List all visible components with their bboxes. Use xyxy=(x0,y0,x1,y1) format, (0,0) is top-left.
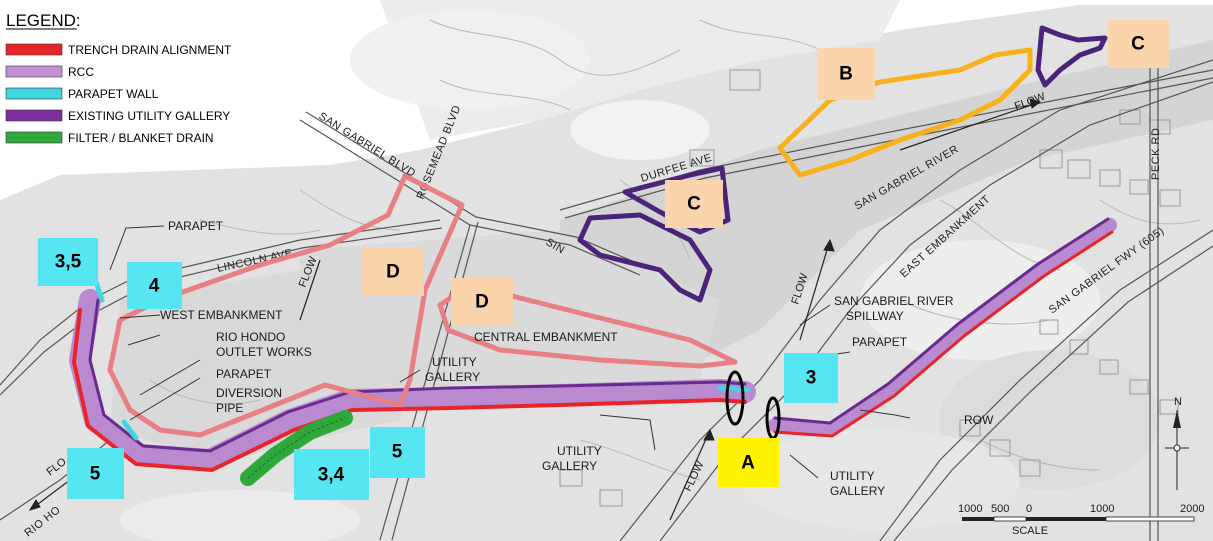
trench-drain-east-line xyxy=(773,230,1114,438)
utility-gallery-east-line xyxy=(773,217,1110,425)
zone-d-west-outline xyxy=(107,173,465,438)
label-parapet-right: PARAPET xyxy=(852,335,908,349)
section-tag-3-5: 3,5 xyxy=(38,238,98,286)
label-diversion-pipe: PIPE xyxy=(216,401,243,415)
label-utility-gallery-low: UTILITY xyxy=(557,444,602,458)
legend-title: LEGEND: xyxy=(6,11,81,30)
flow-arrows xyxy=(28,98,1042,521)
section-tag-5-left: 5 xyxy=(67,448,124,499)
label-central-embankment: CENTRAL EMBANKMENT xyxy=(474,330,618,344)
scale-label: SCALE xyxy=(1012,525,1048,537)
legend-item-label: RCC xyxy=(68,65,94,79)
zone-c-top-outline xyxy=(1035,25,1108,88)
section-tag-text: 4 xyxy=(149,276,160,297)
legend-item-utility-gallery: EXISTING UTILITY GALLERY xyxy=(5,109,230,123)
zone-tag-text: B xyxy=(839,64,853,85)
section-tag-5-mid: 5 xyxy=(370,427,425,478)
label-utility-gallery-mid: UTILITY xyxy=(432,355,477,369)
legend-item-filter-drain: FILTER / BLANKET DRAIN xyxy=(5,131,214,145)
label-row: ROW xyxy=(964,413,994,427)
zone-tag-a: A xyxy=(718,438,779,487)
road-label-peck-rd: PECK RD xyxy=(1150,128,1162,180)
zone-tag-text: A xyxy=(741,453,755,474)
zone-b-outline xyxy=(777,47,1033,178)
zone-tag-d-west: D xyxy=(362,248,424,296)
scale-tick-500: 500 xyxy=(991,503,1009,515)
trench-drain-line xyxy=(72,308,747,472)
label-rio-hondo-outlet-works: OUTLET WORKS xyxy=(216,345,312,359)
section-tag-3-4: 3,4 xyxy=(294,449,369,500)
north-arrow: N xyxy=(1165,396,1189,490)
rcc-east-alignment xyxy=(768,218,1117,437)
zone-tags: B C C D D A xyxy=(362,20,1169,487)
zone-tag-d-central: D xyxy=(451,278,513,326)
label-parapet-top: PARAPET xyxy=(168,219,224,233)
zone-tag-c-top: C xyxy=(1108,20,1169,68)
label-utility-gallery-mid-2: GALLERY xyxy=(425,370,480,384)
rcc-alignment xyxy=(69,289,756,471)
scale-tick-0: 0 xyxy=(1026,503,1032,515)
scale-tick-1000: 1000 xyxy=(1090,503,1114,515)
utility-gallery-line xyxy=(88,298,747,453)
legend-swatch xyxy=(5,87,63,100)
legend-swatch xyxy=(5,43,63,56)
legend: LEGEND: TRENCH DRAIN ALIGNMENT RCC PARAP… xyxy=(5,11,232,145)
embankment-alignment xyxy=(69,217,1117,486)
label-parapet-mid: PARAPET xyxy=(216,367,272,381)
label-diversion: DIVERSION xyxy=(216,386,282,400)
section-tag-text: 3,5 xyxy=(55,252,82,273)
parapet-wall-segment xyxy=(121,419,139,441)
label-utility-gallery-low-2: GALLERY xyxy=(542,459,597,473)
label-rio-hondo-outlet: RIO HONDO xyxy=(216,330,285,344)
legend-item-label: EXISTING UTILITY GALLERY xyxy=(68,109,230,123)
legend-item-rcc: RCC xyxy=(5,65,94,79)
zone-tag-text: D xyxy=(386,262,400,283)
section-tag-4: 4 xyxy=(127,262,182,309)
section-tags: 3,5 4 3 5 5 3,4 xyxy=(38,238,838,500)
scale-tick-1000-left: 1000 xyxy=(958,503,982,515)
zone-a-ellipse-1 xyxy=(725,370,745,426)
zone-tag-text: C xyxy=(687,194,701,215)
section-tag-text: 3,4 xyxy=(318,465,345,486)
legend-swatch xyxy=(5,109,63,122)
legend-item-label: TRENCH DRAIN ALIGNMENT xyxy=(68,43,232,57)
zone-tag-b: B xyxy=(817,48,875,100)
zone-tag-c-middle: C xyxy=(665,180,723,228)
north-arrow-label: N xyxy=(1174,396,1182,408)
label-utility-gallery-right-2: GALLERY xyxy=(830,484,885,498)
section-tag-3: 3 xyxy=(784,353,838,403)
legend-item-label: PARAPET WALL xyxy=(68,87,159,101)
section-tag-text: 5 xyxy=(392,442,403,463)
label-utility-gallery-right: UTILITY xyxy=(830,469,875,483)
zone-d-central-outline xyxy=(437,282,738,369)
zone-c-middle-outline xyxy=(622,165,731,235)
building-footprints xyxy=(559,69,1181,507)
legend-swatch xyxy=(5,65,63,78)
section-tag-text: 5 xyxy=(90,464,101,485)
label-spillway-2: SPILLWAY xyxy=(846,309,904,323)
legend-swatch xyxy=(5,131,63,144)
section-tag-text: 3 xyxy=(806,368,817,389)
legend-item-label: FILTER / BLANKET DRAIN xyxy=(68,131,214,145)
label-west-embankment: WEST EMBANKMENT xyxy=(160,308,283,322)
zone-tag-text: C xyxy=(1131,34,1145,55)
scale-tick-2000: 2000 xyxy=(1180,503,1204,515)
label-spillway: SAN GABRIEL RIVER xyxy=(834,294,954,308)
legend-item-trench-drain: TRENCH DRAIN ALIGNMENT xyxy=(5,43,232,57)
scale-bar: 1000 500 0 1000 2000 SCALE xyxy=(958,503,1204,537)
legend-item-parapet-wall: PARAPET WALL xyxy=(5,87,159,101)
zone-tag-text: D xyxy=(475,292,489,313)
